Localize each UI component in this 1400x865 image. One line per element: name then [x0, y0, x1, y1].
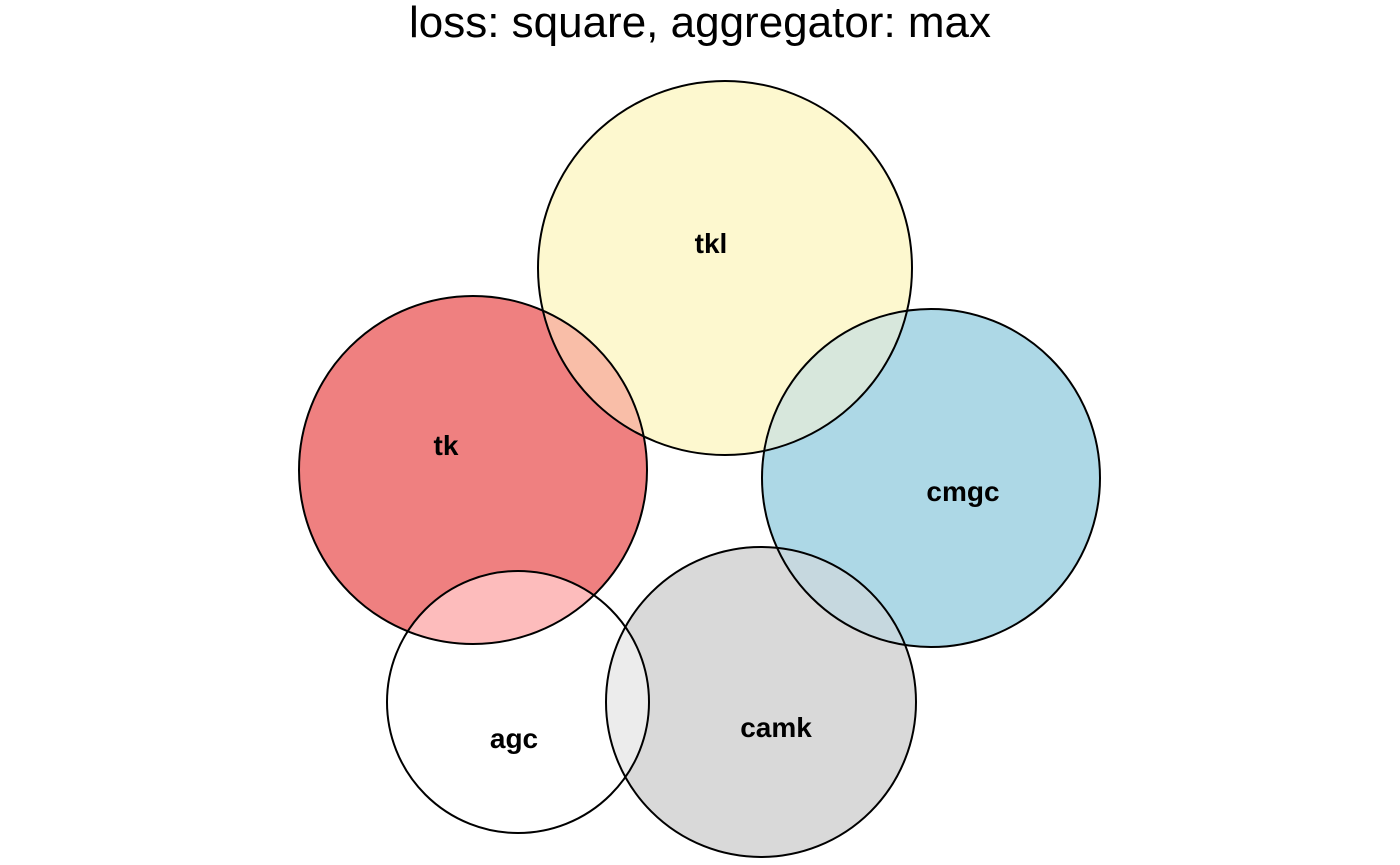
- outline-agc: [386, 570, 650, 834]
- set-circle-tk: [299, 296, 647, 644]
- label-cmgc: cmgc: [926, 476, 999, 507]
- overlap-tkl-cmgc: [762, 309, 912, 455]
- label-tk: tk: [434, 430, 459, 461]
- label-agc: agc: [490, 723, 538, 754]
- outline-tkl: [537, 80, 913, 456]
- chart-title: loss: square, aggregator: max: [408, 0, 992, 47]
- outline-camk: [605, 546, 917, 858]
- label-camk: camk: [740, 712, 812, 743]
- set-circle-camk: [606, 547, 916, 857]
- outline-cmgc: [761, 308, 1101, 648]
- outline-tk: [298, 295, 648, 645]
- label-tkl: tkl: [695, 228, 728, 259]
